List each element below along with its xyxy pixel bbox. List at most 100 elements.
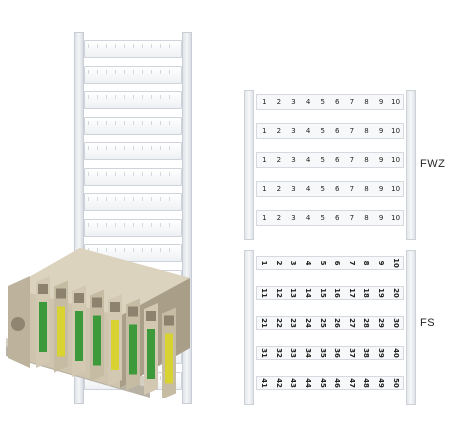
marker-number: 10 [391, 98, 401, 106]
marker-number: 26 [333, 318, 342, 328]
marker-number: 11 [260, 288, 269, 298]
screw-clamp [92, 297, 102, 308]
terminal-block-illustration [6, 248, 190, 398]
blank-marker-tab [84, 116, 182, 135]
marker-number: 1 [262, 156, 267, 164]
ground-strip [165, 333, 173, 384]
marker-number: 9 [378, 127, 384, 135]
end-plate-hole [11, 317, 25, 331]
marker-number: 6 [335, 98, 340, 106]
marker-number: 20 [391, 288, 400, 298]
ground-strip [93, 315, 101, 366]
marker-number: 16 [333, 288, 342, 298]
marker-number: 10 [391, 185, 401, 193]
blank-marker-tab [84, 40, 182, 58]
ground-strip [75, 311, 83, 361]
marker-number: 8 [364, 185, 369, 193]
sheet-rail-left [74, 32, 84, 404]
marker-number: 2 [276, 98, 282, 106]
marker-number: 5 [320, 214, 325, 222]
marker-number: 48 [362, 378, 371, 388]
marker-number: 10 [391, 156, 401, 164]
marker-number: 6 [335, 214, 340, 222]
marker-number: 34 [304, 348, 313, 358]
marker-number: 3 [289, 260, 298, 266]
screw-clamp [110, 302, 120, 312]
marker-number: 8 [362, 260, 371, 266]
marker-number: 10 [391, 214, 401, 222]
marker-number: 6 [335, 127, 340, 135]
marker-number: 2 [276, 127, 282, 135]
marker-number: 2 [276, 156, 282, 164]
marker-number: 4 [304, 260, 313, 266]
marker-number: 46 [333, 378, 342, 388]
marker-number: 37 [347, 348, 356, 358]
marker-number: 7 [349, 214, 355, 222]
marker-number: 40 [391, 348, 400, 358]
marker-number: 39 [377, 348, 386, 358]
marker-number: 1 [262, 127, 267, 135]
ground-strip [57, 306, 65, 357]
marker-number: 8 [364, 156, 369, 164]
marker-number: 15 [318, 288, 327, 298]
marker-number: 45 [318, 378, 327, 388]
marker-number: 1 [262, 214, 267, 222]
marker-number: 7 [349, 98, 355, 106]
marker-number: 29 [377, 318, 386, 328]
marker-number: 50 [391, 378, 400, 388]
marker-number: 31 [260, 348, 269, 358]
marker-number: 28 [362, 318, 371, 328]
marker-number: 4 [305, 127, 311, 135]
marker-number: 3 [291, 98, 296, 106]
marker-number: 4 [305, 185, 311, 193]
marker-number: 3 [291, 214, 296, 222]
marker-number: 9 [378, 98, 384, 106]
fwz-rail-left [244, 90, 254, 240]
marker-number: 42 [274, 378, 283, 388]
marker-number: 6 [335, 156, 340, 164]
screw-clamp [146, 311, 156, 321]
marker-number: 22 [274, 318, 283, 328]
marker-number: 36 [333, 348, 342, 358]
marker-number: 32 [274, 348, 283, 358]
ground-strip [129, 324, 137, 375]
marker-number: 5 [318, 260, 327, 266]
ground-strip [39, 302, 47, 352]
marker-number: 8 [364, 127, 369, 135]
blank-marker-tab [84, 65, 182, 84]
marker-number: 25 [318, 318, 327, 328]
marker-number: 35 [318, 348, 327, 358]
marker-number: 7 [349, 185, 355, 193]
marker-number: 41 [260, 378, 269, 388]
marker-number: 19 [377, 288, 386, 298]
marker-number: 23 [289, 318, 298, 328]
marker-number: 1 [262, 98, 267, 106]
screw-clamp [74, 293, 84, 303]
terminal-slices [36, 276, 176, 398]
marker-number: 8 [364, 98, 369, 106]
marker-number: 27 [347, 318, 356, 328]
marker-number: 13 [289, 288, 298, 298]
marker-number: 24 [304, 318, 313, 328]
marker-number: 6 [333, 260, 342, 266]
screw-clamp [164, 315, 174, 326]
fwz-label: FWZ [420, 158, 446, 170]
fs-rail-left [244, 250, 254, 405]
screw-clamp [56, 288, 66, 299]
blank-marker-tab [84, 91, 182, 109]
marker-number: 1 [262, 185, 267, 193]
marker-number: 38 [362, 348, 371, 358]
marker-number: 44 [304, 378, 313, 388]
marker-number: 18 [362, 288, 371, 298]
blank-marker-tab [84, 167, 182, 186]
